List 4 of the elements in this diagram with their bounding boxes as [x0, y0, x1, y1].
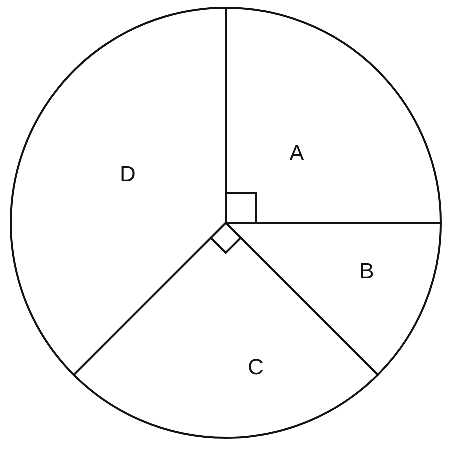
sector-label: D: [120, 162, 136, 186]
sector-label: A: [290, 140, 304, 166]
sector-label: C: [248, 354, 264, 380]
sector-label: B: [360, 258, 374, 284]
